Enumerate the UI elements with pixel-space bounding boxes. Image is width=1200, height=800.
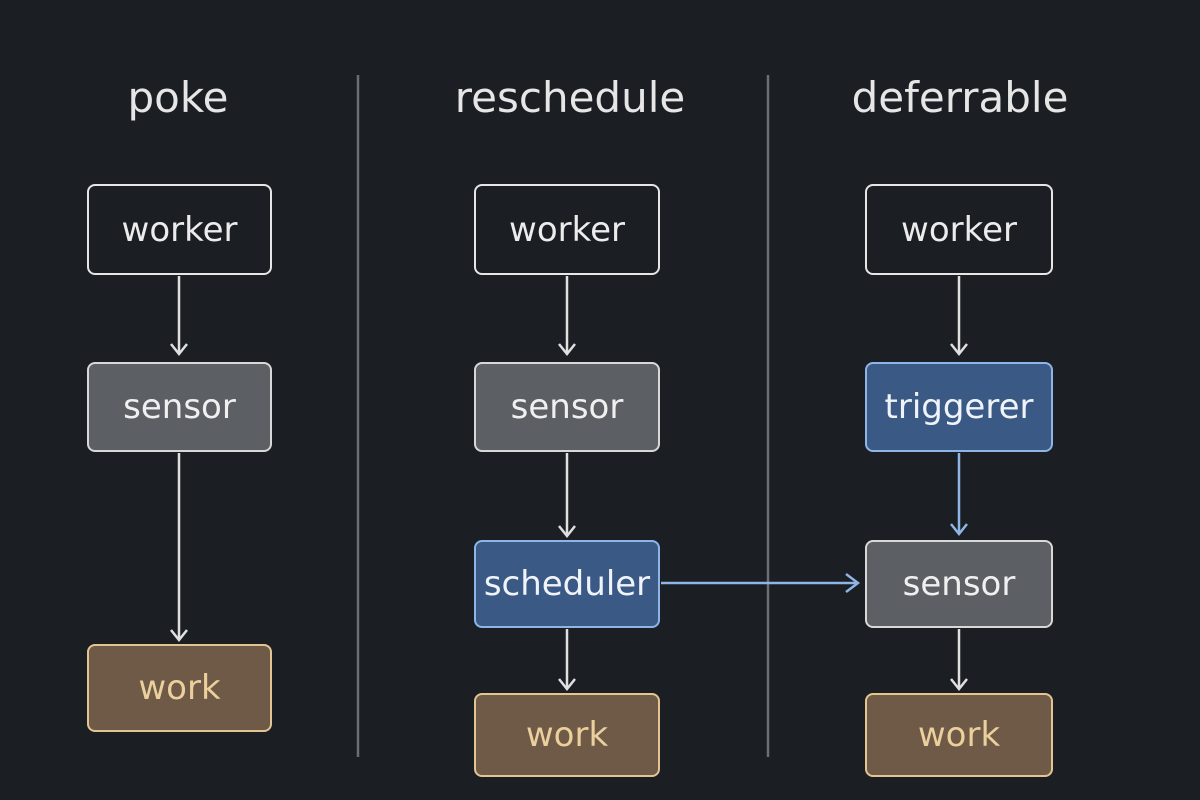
arrow-poke-worker-to-sensor	[170, 276, 188, 357]
column-title-deferrable: deferrable	[851, 73, 1069, 122]
arrow-reschedule-sensor-to-scheduler	[558, 453, 576, 539]
arrow-reschedule-scheduler-to-work	[558, 629, 576, 692]
reschedule-scheduler-node: scheduler	[474, 540, 660, 628]
deferrable-sensor-node: sensor	[865, 540, 1053, 628]
arrow-reschedule-worker-to-sensor	[558, 276, 576, 357]
reschedule-worker-node: worker	[474, 184, 660, 275]
arrow-deferrable-worker-to-triggerer	[950, 276, 968, 357]
deferrable-triggerer-node: triggerer	[865, 362, 1053, 452]
deferrable-worker-node: worker	[865, 184, 1053, 275]
reschedule-work-node: work	[474, 693, 660, 777]
poke-sensor-node: sensor	[87, 362, 272, 452]
poke-worker-node: worker	[87, 184, 272, 275]
arrow-scheduler-to-deferrable-sensor	[661, 573, 861, 593]
arrow-deferrable-sensor-to-work	[950, 629, 968, 692]
poke-work-node: work	[87, 644, 272, 732]
reschedule-sensor-node: sensor	[474, 362, 660, 452]
column-title-poke: poke	[127, 73, 229, 122]
deferrable-work-node: work	[865, 693, 1053, 777]
arrow-poke-sensor-to-work	[170, 453, 188, 643]
column-title-reschedule: reschedule	[454, 73, 686, 122]
arrow-deferrable-triggerer-to-sensor	[950, 453, 968, 537]
